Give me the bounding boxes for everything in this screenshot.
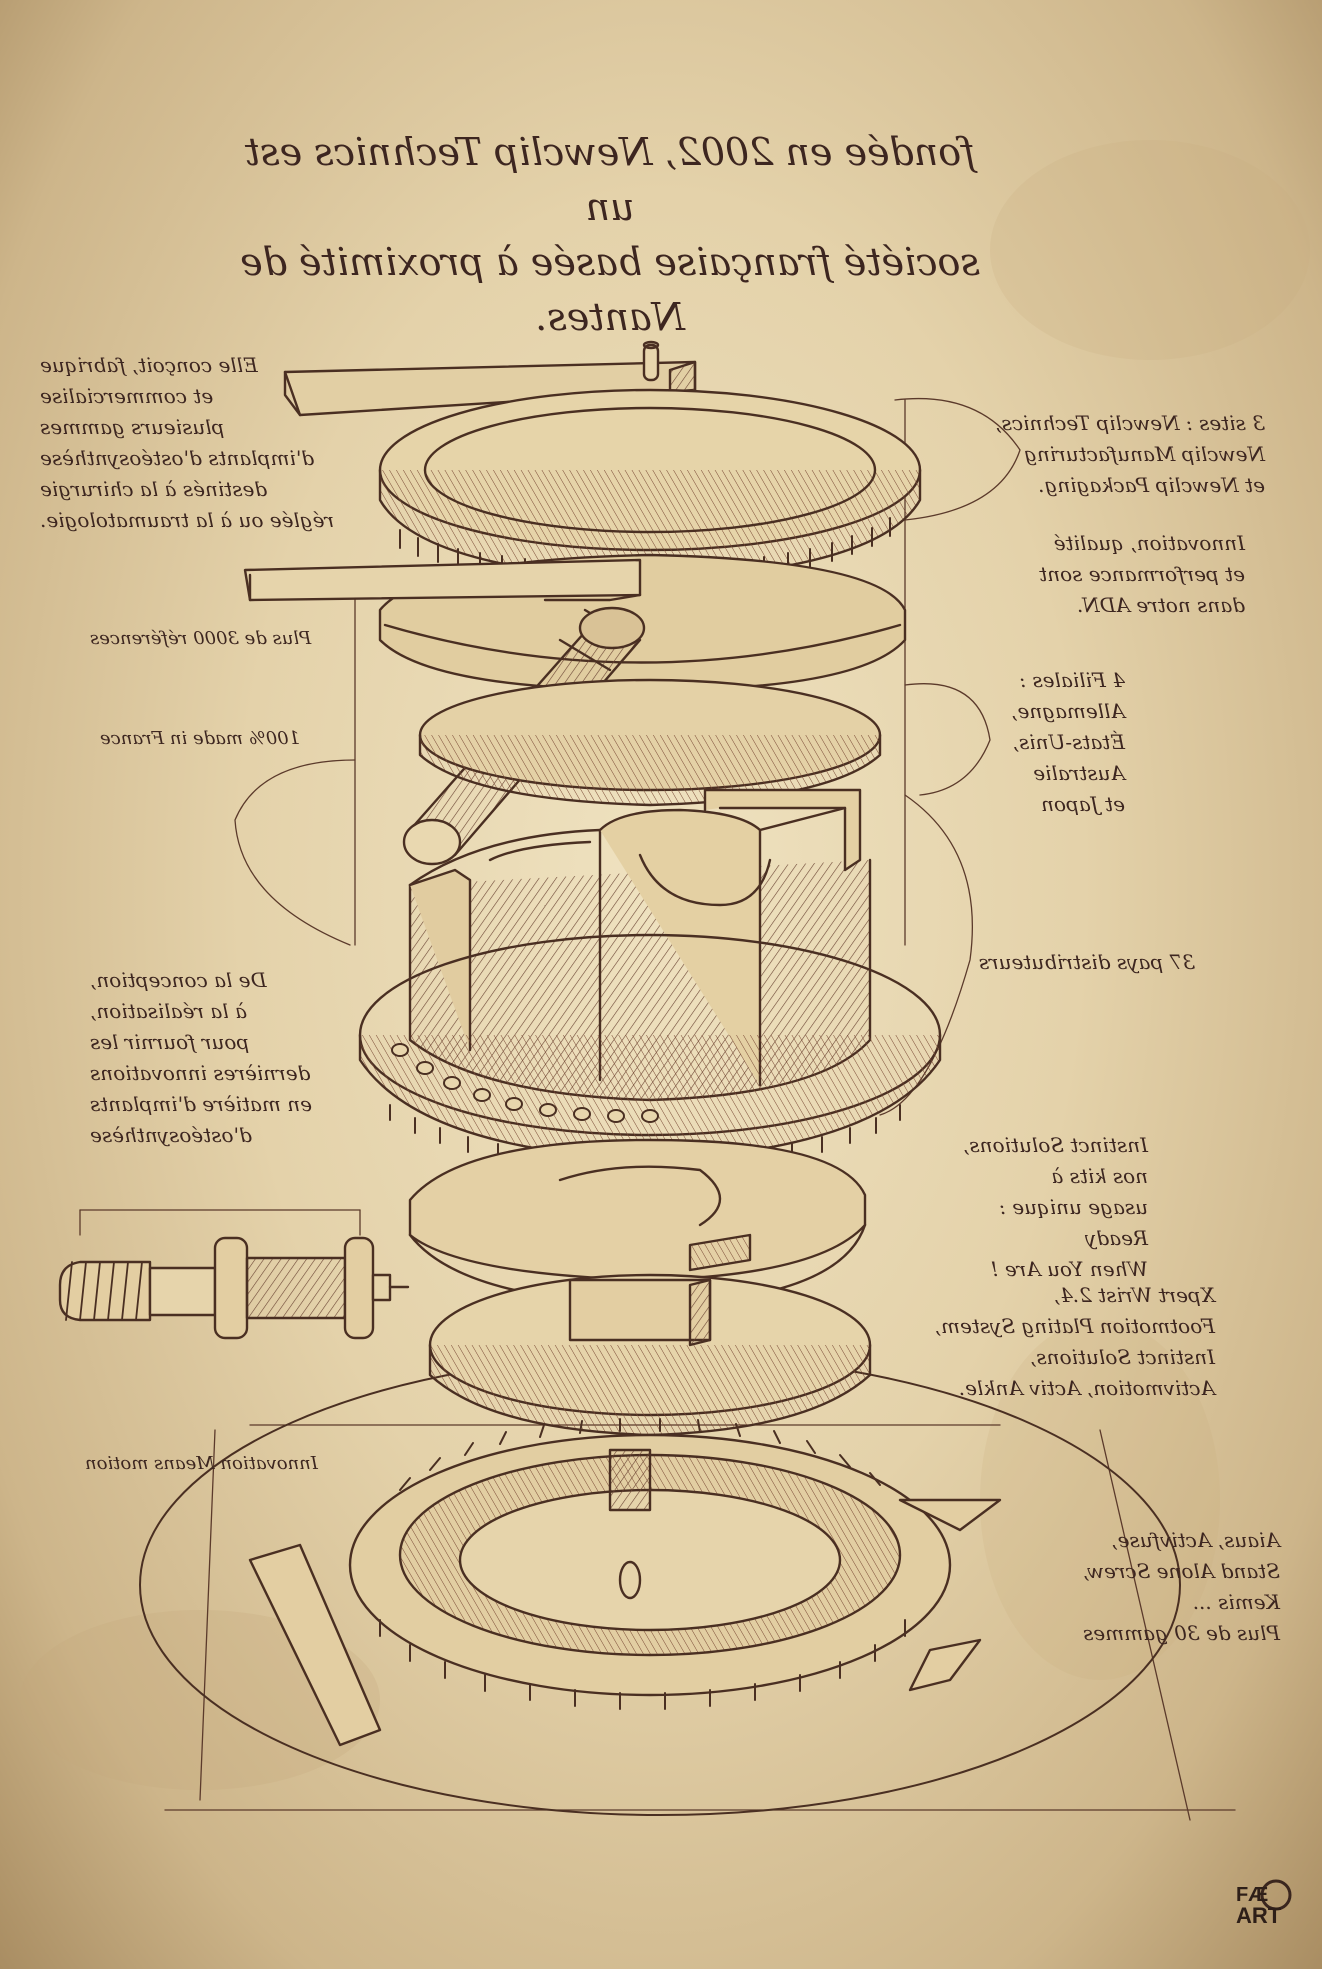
note-product-lines: Xpert Wrist 2.4, Footmotion Plating Syst… [934,1283,1215,1400]
poster-title: fondée en 2002, Newclip Technics est un … [240,130,980,340]
top-disc [378,388,922,583]
note-made-in-france: 100% made in France [100,728,301,749]
lower-disc [408,1138,867,1307]
note-distributors: 37 pays distributeurs [978,950,1195,974]
brand-logo: FÆ ART [1232,1877,1294,1929]
bottom-gear-ring [248,1418,1002,1747]
screw-detail [58,1236,410,1340]
note-dna: Innovation, qualité et performance sont … [1039,531,1245,617]
note-design: Elle conçoit, fabrique et commercialise … [40,353,335,532]
note-subsidiaries: 4 Filiales : Allemagne, États-Unis, Aust… [1011,668,1125,816]
bottom-disc [428,1273,872,1437]
note-ranges: Aiaus, Activfuse, Stand Alone Screw, Kem… [1082,1528,1280,1645]
paper-stains [20,140,1310,1790]
logo-line1: FÆ [1236,1884,1268,1906]
note-instinct-solutions: Instinct Solutions, nos kits à usage uni… [963,1133,1148,1281]
note-sites: 3 sites : Newclip Technics, Newclip Manu… [995,411,1265,497]
note-references: Plus de 3000 références [90,628,312,649]
third-disc [418,678,882,807]
logo-line2: ART [1236,1903,1282,1928]
note-conception: De la conception, à la réalisation, pour… [90,968,312,1147]
second-disc [243,553,907,866]
note-innovation-motion: Innovation Means motion [85,1453,318,1474]
